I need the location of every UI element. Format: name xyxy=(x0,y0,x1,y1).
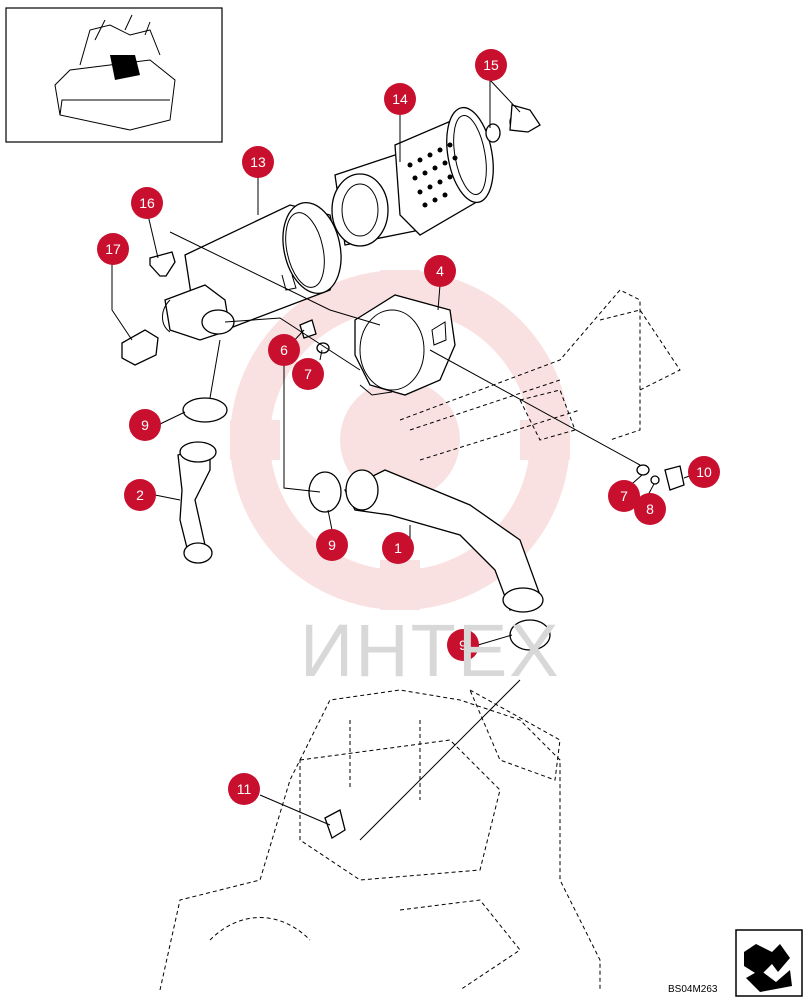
callout-label: 7 xyxy=(304,366,312,382)
callout-label: 9 xyxy=(141,417,149,433)
locator-inset xyxy=(5,7,223,143)
reference-code: BS04M263 xyxy=(668,984,718,995)
wing-nut xyxy=(485,104,541,143)
callout-1: 1 xyxy=(382,532,414,564)
callout-label: 7 xyxy=(620,488,628,504)
hose-1 xyxy=(344,469,544,613)
filter-element xyxy=(331,106,494,247)
engine-outline xyxy=(159,688,601,991)
callout-label: 6 xyxy=(280,342,288,358)
callout-13: 13 xyxy=(242,146,274,178)
watermark-gear xyxy=(230,270,570,610)
callout-11: 11 xyxy=(228,773,260,805)
callout-14: 14 xyxy=(384,83,416,115)
mounting-bracket xyxy=(354,294,456,396)
frame-outline xyxy=(399,289,681,461)
callout-label: 1 xyxy=(394,540,402,556)
bolt-and-washers xyxy=(299,319,685,491)
watermark-text: ИНТЕХ xyxy=(300,609,561,692)
callout-15: 15 xyxy=(475,49,507,81)
callout-17: 17 xyxy=(97,233,129,265)
hose-2 xyxy=(177,441,217,564)
callout-16: 16 xyxy=(131,187,163,219)
callout-9a: 9 xyxy=(129,409,161,441)
callout-label: 9 xyxy=(459,637,467,653)
callout-label: 16 xyxy=(139,195,155,211)
callout-9b: 9 xyxy=(316,529,348,561)
callout-9c: 9 xyxy=(447,629,479,661)
callout-label: 14 xyxy=(392,91,408,107)
hose-clamps xyxy=(182,397,551,651)
callout-7b: 7 xyxy=(608,480,640,512)
callout-label: 2 xyxy=(136,487,144,503)
callout-label: 8 xyxy=(646,501,654,517)
callout-4: 4 xyxy=(424,255,456,287)
callout-label: 9 xyxy=(328,537,336,553)
leader-lines xyxy=(111,79,701,841)
callout-label: 17 xyxy=(105,241,121,257)
callout-7a: 7 xyxy=(292,358,324,390)
callout-10: 10 xyxy=(688,456,720,488)
callout-6: 6 xyxy=(268,334,300,366)
callout-8: 8 xyxy=(634,493,666,525)
callout-label: 11 xyxy=(237,781,252,797)
air-cleaner-housing xyxy=(162,201,342,341)
callout-label: 4 xyxy=(436,263,444,279)
view-direction-icon xyxy=(735,929,803,997)
callout-label: 13 xyxy=(250,154,266,170)
callout-2: 2 xyxy=(124,479,156,511)
callout-label: 15 xyxy=(483,57,499,73)
callout-label: 10 xyxy=(696,464,712,480)
